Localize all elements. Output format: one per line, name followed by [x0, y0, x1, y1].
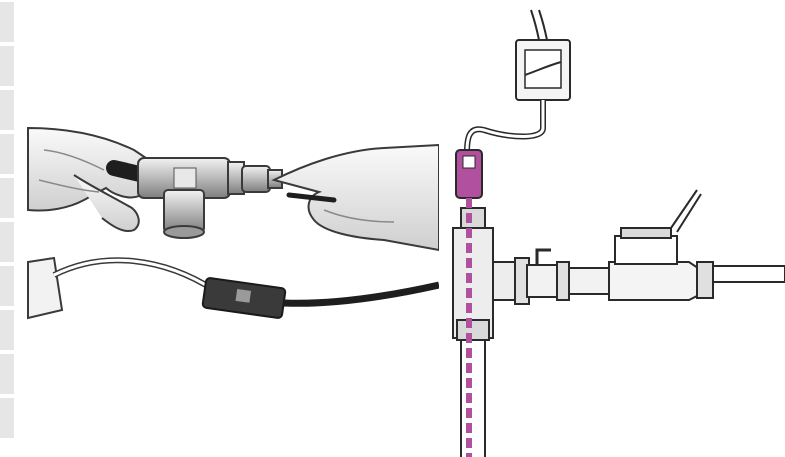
installation-diagram-panel: [439, 0, 785, 457]
strip-cell: [0, 178, 14, 218]
strip-cell: [0, 310, 14, 350]
strip-cell: [0, 134, 14, 174]
left-edge-strip: [0, 0, 14, 457]
probe-cable-icon: [27, 256, 439, 320]
valve-icon: [492, 248, 610, 305]
water-meter-icon: [608, 189, 785, 301]
sensor-box-icon: [515, 39, 571, 101]
strip-cell: [0, 266, 14, 306]
right-hand-icon: [271, 143, 439, 252]
installation-illustration: [27, 126, 439, 320]
strip-cell: [0, 222, 14, 262]
strip-cell: [0, 90, 14, 130]
strip-cell: [0, 46, 14, 86]
top-cable: [530, 9, 540, 41]
installation-photo-panel: [14, 0, 439, 457]
strip-cell: [0, 2, 14, 42]
pipe-icon: [452, 207, 494, 457]
installation-diagram: [452, 9, 785, 457]
probe-icon: [455, 149, 483, 199]
tee-fitting-icon: [137, 157, 283, 239]
strip-cell: [0, 398, 14, 438]
top-cable: [538, 9, 548, 41]
strip-cell: [0, 354, 14, 394]
